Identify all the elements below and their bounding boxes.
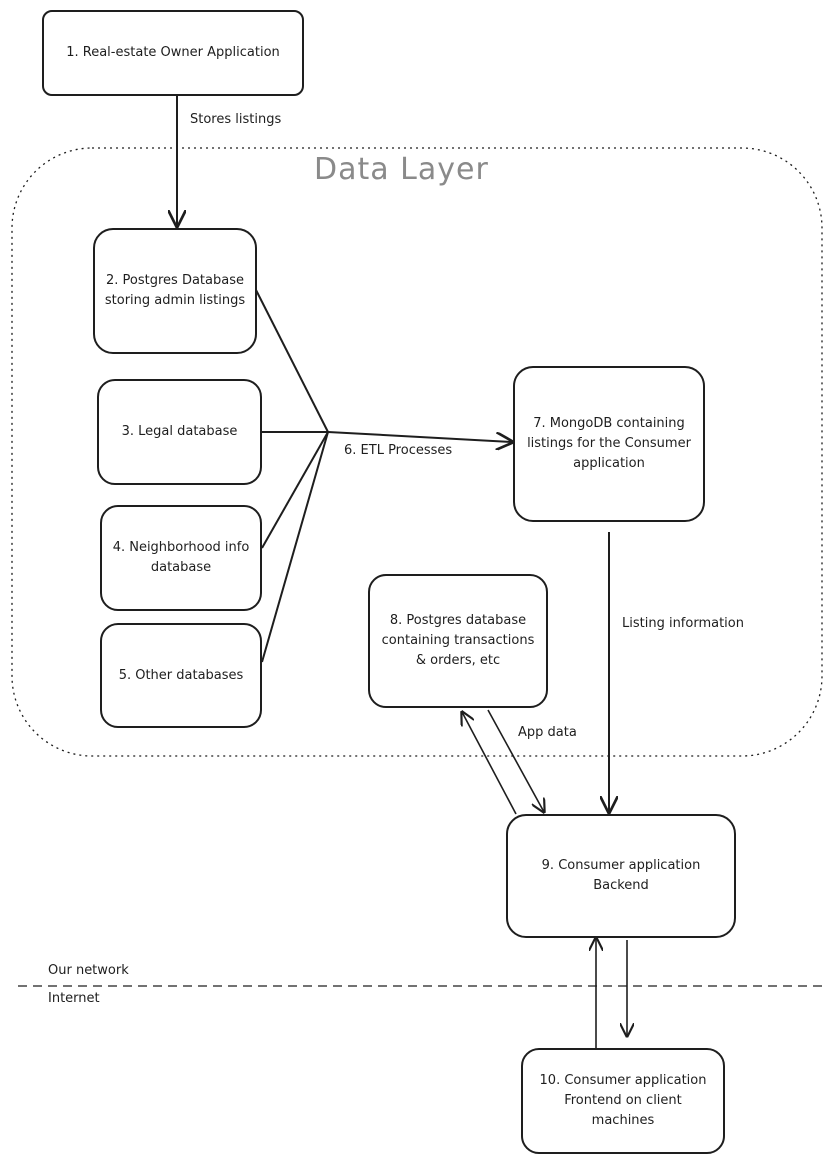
edge-neighborhood-to-etl bbox=[261, 431, 329, 549]
node-consumer-frontend-label: 10. Consumer application Frontend on cli… bbox=[539, 1073, 707, 1128]
node-legal-database-label: 3. Legal database bbox=[121, 424, 238, 439]
label-internet: Internet bbox=[48, 991, 100, 1006]
node-other-databases[interactable]: 5. Other databases bbox=[100, 623, 262, 728]
node-legal-database[interactable]: 3. Legal database bbox=[97, 379, 262, 485]
node-consumer-backend-label: 9. Consumer application Backend bbox=[541, 858, 701, 893]
node-neighborhood-database[interactable]: 4. Neighborhood info database bbox=[100, 505, 262, 611]
edge-label-stores-listings: Stores listings bbox=[190, 112, 282, 127]
node-mongodb-label: 7. MongoDB containing listings for the C… bbox=[527, 416, 691, 471]
node-mongodb[interactable]: 7. MongoDB containing listings for the C… bbox=[513, 366, 705, 522]
node-owner-application-label: 1. Real-estate Owner Application bbox=[66, 45, 280, 60]
data-layer-title: Data Layer bbox=[314, 152, 489, 187]
edge-backend-to-postgres8 bbox=[462, 712, 517, 815]
edge-postgres-to-etl bbox=[254, 287, 329, 433]
node-postgres-transactions-label: 8. Postgres database containing transact… bbox=[381, 613, 535, 668]
edge-label-etl-processes: 6. ETL Processes bbox=[344, 443, 453, 458]
edge-postgres8-to-backend bbox=[487, 709, 544, 812]
node-consumer-frontend[interactable]: 10. Consumer application Frontend on cli… bbox=[521, 1048, 725, 1154]
edge-label-app-data: App data bbox=[518, 725, 577, 740]
node-postgres-admin-listings-label: 2. Postgres Database storing admin listi… bbox=[104, 273, 246, 308]
node-neighborhood-database-label: 4. Neighborhood info database bbox=[112, 540, 250, 575]
node-postgres-transactions[interactable]: 8. Postgres database containing transact… bbox=[368, 574, 548, 708]
edge-label-listing-information: Listing information bbox=[622, 616, 744, 631]
node-owner-application[interactable]: 1. Real-estate Owner Application bbox=[42, 10, 304, 96]
node-postgres-admin-listings[interactable]: 2. Postgres Database storing admin listi… bbox=[93, 228, 257, 354]
edge-etl-to-mongodb bbox=[327, 431, 512, 442]
edge-other-to-etl bbox=[261, 431, 329, 663]
node-consumer-backend[interactable]: 9. Consumer application Backend bbox=[506, 814, 736, 938]
node-other-databases-label: 5. Other databases bbox=[118, 667, 244, 683]
data-layer-region bbox=[11, 147, 823, 757]
label-our-network: Our network bbox=[48, 963, 129, 978]
